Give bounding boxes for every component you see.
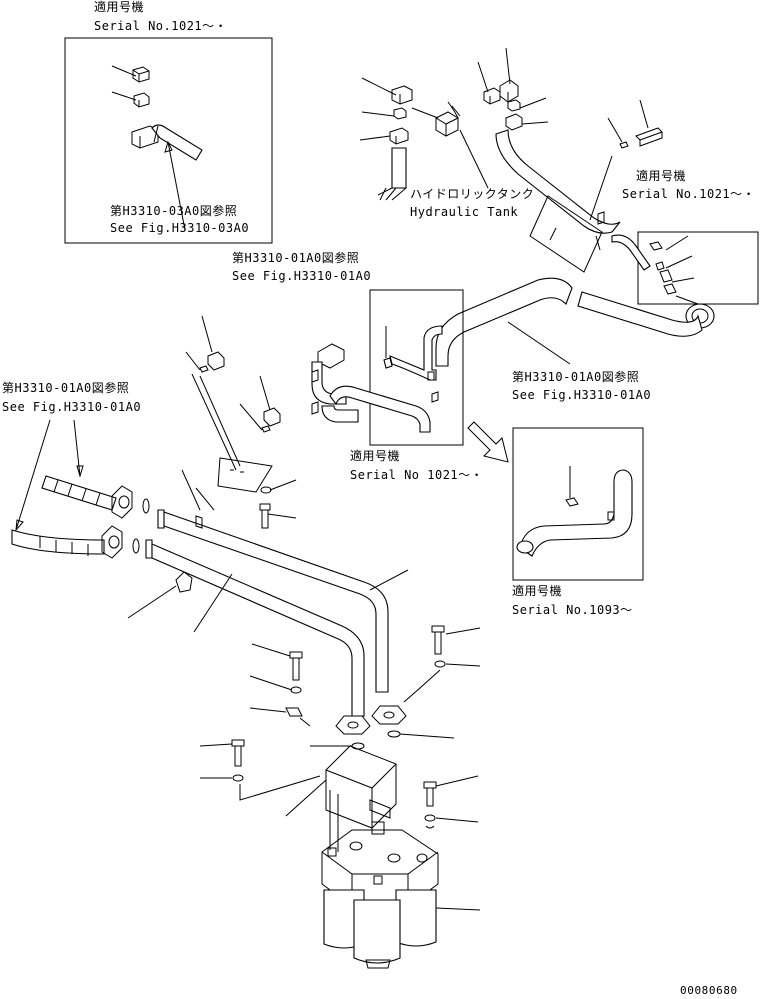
hydraulic-tank-label-en: Hydraulic Tank — [410, 205, 518, 219]
lower-right-box-serial: Serial No.1093～ — [512, 603, 633, 617]
long-hose-right — [435, 277, 703, 367]
top-center-ref-en: See Fig.H3310-01A0 — [232, 269, 371, 283]
detail-box-lower-right-frame — [512, 427, 644, 581]
detail-box-frame — [64, 37, 273, 244]
main-pipes — [127, 315, 409, 735]
detail-box-center-frame — [369, 289, 464, 446]
right-box-serial: Serial No.1021～・ — [622, 187, 755, 201]
left-ref-jp: 第H3310-01A0図参照 — [2, 380, 129, 395]
lower-fasteners — [199, 625, 481, 829]
lower-right-box-applicable-models: 適用号機 — [512, 583, 562, 598]
filter-assembly — [285, 745, 481, 969]
top-left-ref-jp: 第H3310-03A0図参照 — [110, 203, 237, 218]
left-ref-en: See Fig.H3310-01A0 — [2, 400, 141, 414]
center-box-serial: Serial No 1021～・ — [350, 468, 483, 482]
tank-fittings — [359, 47, 621, 273]
drawing-number: 00080680 — [680, 984, 738, 997]
top-left-serial: Serial No.1021～・ — [94, 19, 227, 33]
labels: 適用号機 Serial No.1021～・ 第H3310-03A0図参照 See… — [2, 0, 755, 997]
top-left-ref-en: See Fig.H3310-03A0 — [110, 221, 249, 235]
right-ref-en: See Fig.H3310-01A0 — [512, 388, 651, 402]
detail-box-top-left — [64, 37, 273, 244]
center-box-applicable-models: 適用号機 — [350, 448, 400, 463]
hydraulic-tank-label-jp: ハイドロリックタンク — [410, 187, 534, 201]
right-ref-jp: 第H3310-01A0図参照 — [512, 369, 639, 384]
left-hoses — [11, 419, 150, 559]
top-center-ref-jp: 第H3310-01A0図参照 — [232, 250, 359, 265]
bolt-top-right — [607, 99, 663, 149]
top-left-applicable-models: 適用号機 — [94, 0, 144, 14]
detail-box-lower-right — [512, 427, 644, 581]
detail-box-center — [311, 289, 509, 463]
right-box-applicable-models: 適用号機 — [636, 168, 686, 183]
